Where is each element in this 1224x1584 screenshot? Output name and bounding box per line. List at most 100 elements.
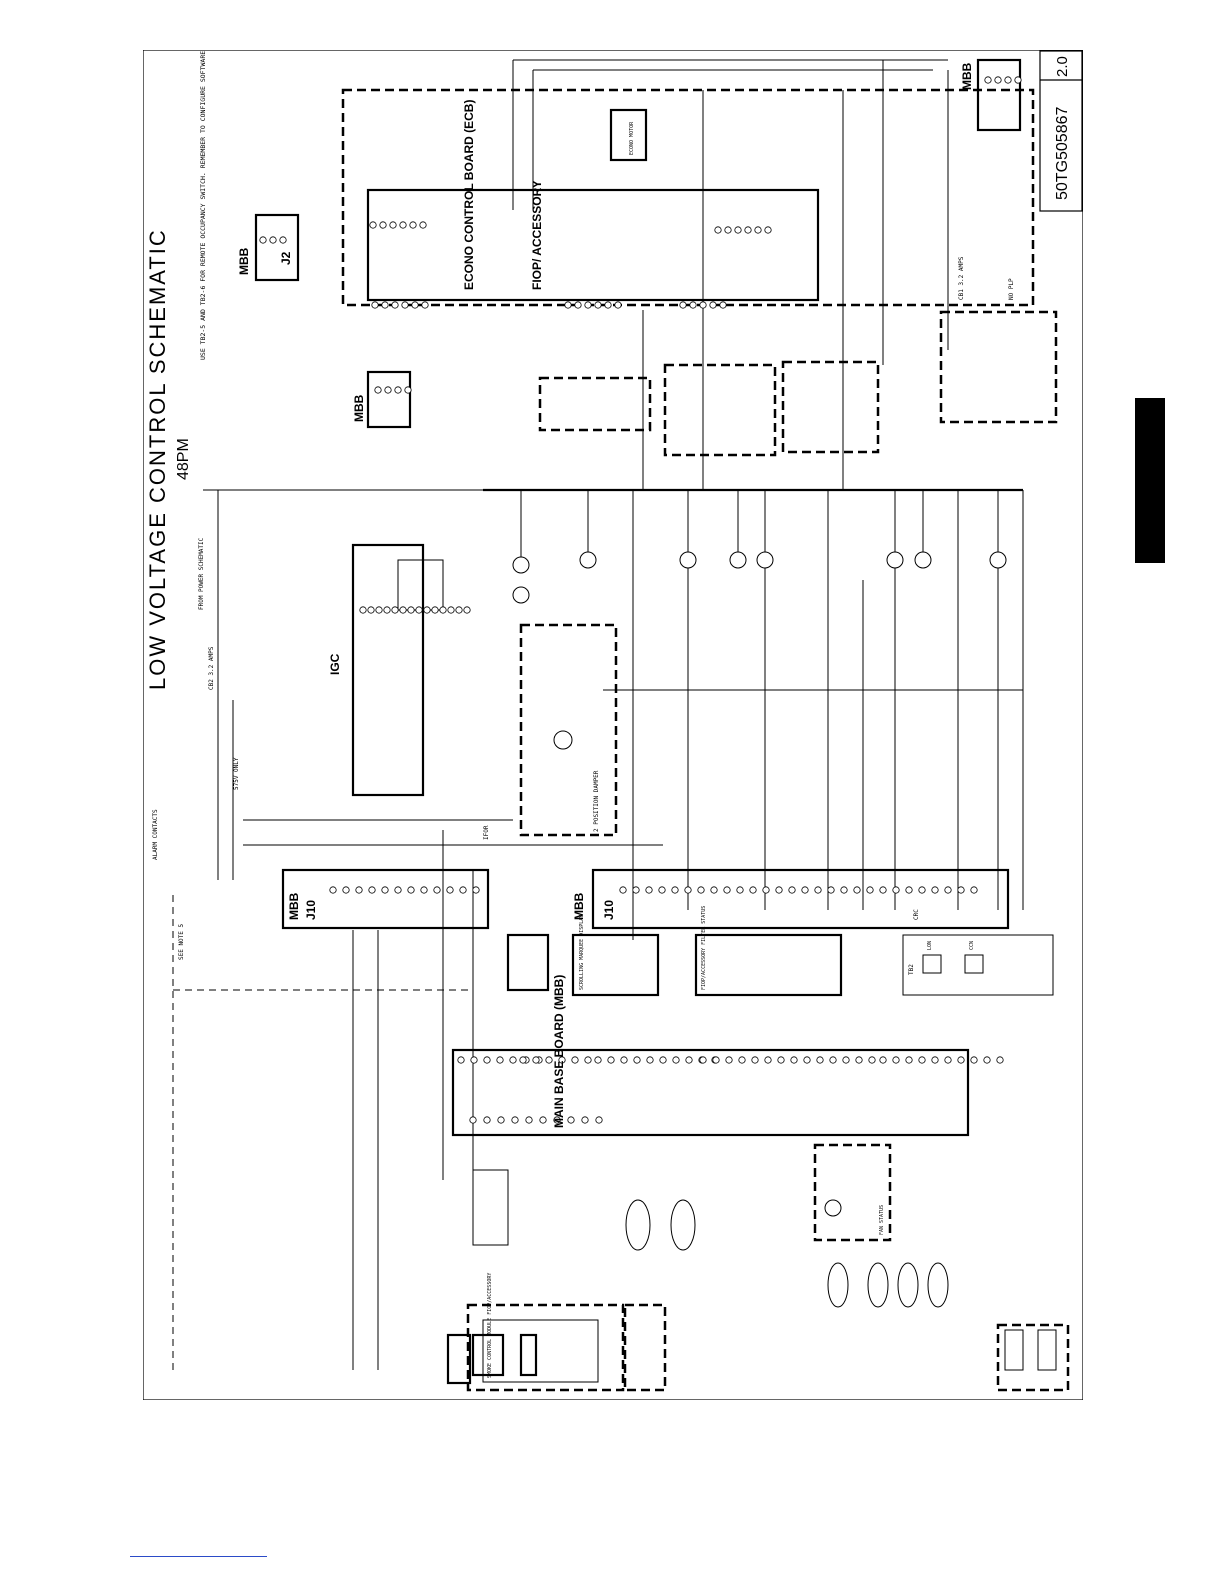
connector-pin <box>723 886 731 894</box>
connector-pin <box>359 606 367 614</box>
connector-pin <box>604 301 612 309</box>
thermostat-box-3 <box>446 1333 472 1385</box>
connector-pin <box>614 301 622 309</box>
connector-pin <box>957 886 965 894</box>
connector-pin <box>790 1056 798 1064</box>
std-unit-box <box>472 1169 509 1246</box>
ec-fiop-box <box>663 363 777 457</box>
connector-pin <box>401 301 409 309</box>
connector-pin <box>764 1056 772 1064</box>
connector-pin <box>584 1056 592 1064</box>
return-sensor-box <box>781 360 880 454</box>
connector-pin <box>539 1116 547 1124</box>
connector-pin <box>620 1056 628 1064</box>
igc-label: IGC <box>328 653 342 675</box>
lon-jack <box>922 954 942 974</box>
connector-pin <box>892 1056 900 1064</box>
connector-pin <box>355 886 363 894</box>
connector-pin <box>892 886 900 894</box>
connector-pin <box>259 236 267 244</box>
page-title: LOW VOLTAGE CONTROL SCHEMATIC <box>145 228 170 690</box>
connector-pin <box>532 1056 540 1064</box>
model-label: 48PM <box>175 438 192 480</box>
connector-pin <box>855 1056 863 1064</box>
connector-pin <box>775 886 783 894</box>
no-plp-label: NO PLP <box>1008 278 1015 300</box>
revision: 2.0 <box>1054 56 1071 77</box>
connector-pin <box>714 226 722 234</box>
connector-pin <box>970 1056 978 1064</box>
connector-pin <box>658 886 666 894</box>
connector-pin <box>439 606 447 614</box>
main-base-board <box>451 1048 970 1137</box>
connector-pin <box>391 606 399 614</box>
connector-pin <box>384 386 392 394</box>
connector-pin <box>483 1116 491 1124</box>
mbb-j3-connector <box>366 370 412 429</box>
mbb-j10b-label: MBB <box>572 892 586 920</box>
t55-box <box>1004 1329 1024 1371</box>
connector-pin <box>734 226 742 234</box>
connector-pin <box>931 1056 939 1064</box>
connector-pin <box>840 886 848 894</box>
j2-label: J2 <box>279 251 293 265</box>
connector-pin <box>463 606 471 614</box>
connector-pin <box>996 1056 1004 1064</box>
damper-motor <box>553 730 573 750</box>
ecb-fiop-label: FIOP/ ACCESSORY <box>530 180 544 290</box>
v575-label: 575V ONLY <box>233 757 240 790</box>
connector-pin <box>957 1056 965 1064</box>
connector-pin <box>419 221 427 229</box>
t56-box <box>1037 1329 1057 1371</box>
connector-pin <box>685 1056 693 1064</box>
connector-pin <box>394 886 402 894</box>
connector-pin <box>842 1056 850 1064</box>
connector-pin <box>994 76 1002 84</box>
connector-pin <box>709 301 717 309</box>
connector-pin <box>409 221 417 229</box>
connector-pin <box>415 606 423 614</box>
page-link-underline <box>130 1556 267 1557</box>
ccn-jack <box>964 954 984 974</box>
econo-motor-label: ECONO MOTOR <box>629 121 635 155</box>
ecb-j2-box <box>506 933 550 992</box>
connector-pin <box>369 221 377 229</box>
connector-pin <box>423 606 431 614</box>
mbb-j2-label: MBB <box>237 247 251 275</box>
mbb-j10a-label: MBB <box>287 892 301 920</box>
connector-pin <box>525 1116 533 1124</box>
connector-pin <box>645 886 653 894</box>
connector-pin <box>762 886 770 894</box>
connector-pin <box>421 301 429 309</box>
connector-pin <box>431 606 439 614</box>
alarm-contacts-label: ALARM CONTACTS <box>152 809 159 860</box>
wires <box>172 59 1024 1370</box>
connector-pin <box>446 886 454 894</box>
connector-pin <box>374 386 382 394</box>
connector-pin <box>574 301 582 309</box>
connector-pin <box>433 886 441 894</box>
connector-pin <box>671 886 679 894</box>
connector-pin <box>553 1116 561 1124</box>
connector-pin <box>632 886 640 894</box>
section-tab <box>1135 398 1165 563</box>
doc-number: 50TG505867 <box>1054 106 1071 200</box>
connector-pin <box>497 1116 505 1124</box>
connector-pin <box>868 1056 876 1064</box>
connector-pin <box>399 606 407 614</box>
connector-pin <box>584 301 592 309</box>
connector-pin <box>472 886 480 894</box>
connector-pin <box>404 386 412 394</box>
connector-pin <box>459 886 467 894</box>
connector-pin <box>788 886 796 894</box>
tb2-label: TB2 <box>908 964 915 975</box>
cb1-label: CB1 3.2 AMPS <box>958 256 965 300</box>
connector-pin <box>342 886 350 894</box>
gas-valve <box>397 559 444 611</box>
connector-pin <box>814 886 822 894</box>
connector-pin <box>764 226 772 234</box>
j10b-label: J10 <box>602 900 616 920</box>
pin-rows <box>259 76 1022 1124</box>
connector-pin <box>749 886 757 894</box>
connector-pin <box>383 606 391 614</box>
